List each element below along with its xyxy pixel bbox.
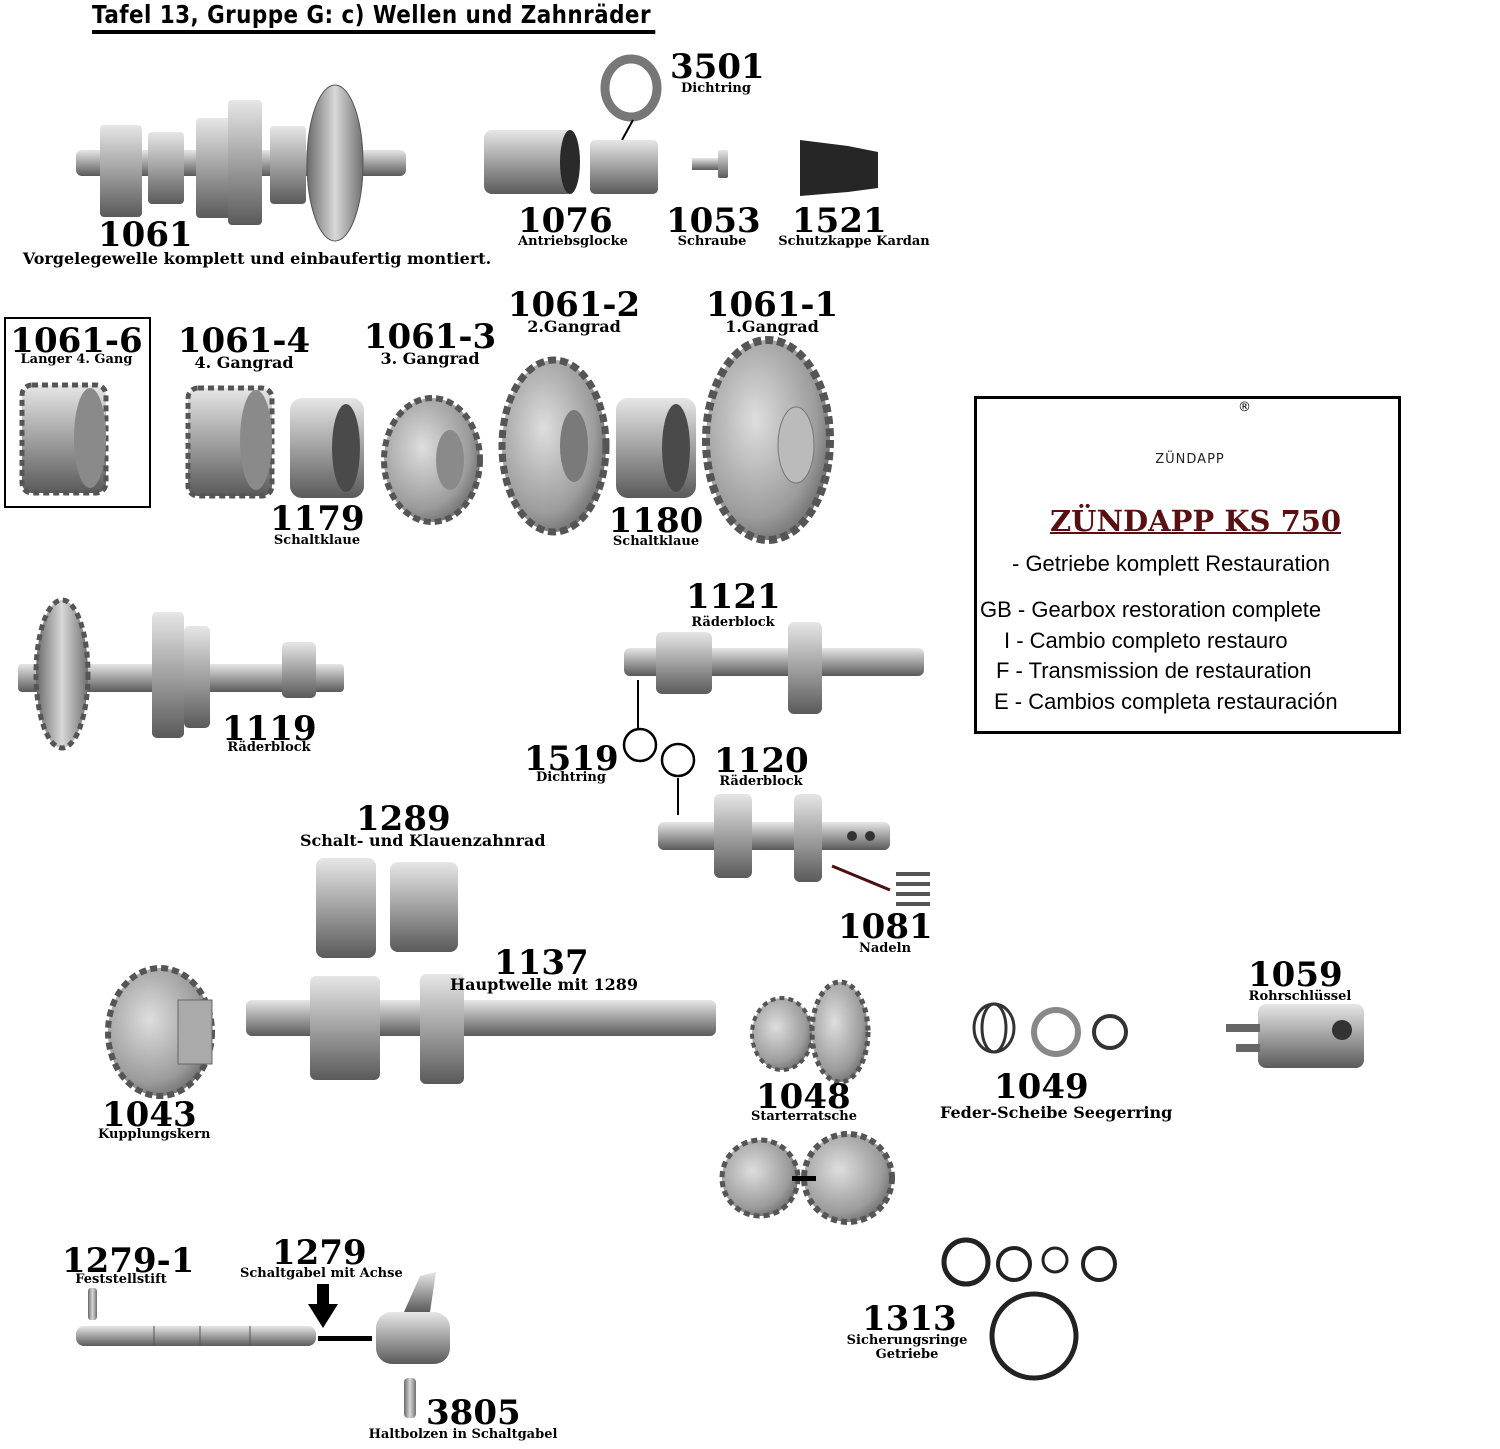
part-label-1049: Feder-Scheibe Seegerring	[940, 1103, 1173, 1122]
part-label-1076: Antriebsglocke	[518, 234, 628, 249]
part-number-1059: 1059	[1248, 955, 1343, 995]
part-number-1279: 1279	[272, 1233, 367, 1273]
part-label-1043: Kupplungskern	[98, 1127, 211, 1142]
part-label-1061-2: 2.Gangrad	[527, 317, 621, 336]
registered-mark: ®	[1238, 400, 1251, 415]
part-1061-6-image	[19, 382, 109, 496]
part-number-1061-4: 1061-4	[177, 321, 311, 361]
part-1061-4-image	[185, 385, 275, 499]
part-label-1521: Schutzkappe Kardan	[778, 234, 930, 249]
brand-name: ZÜNDAPP	[1155, 452, 1225, 467]
part-label-1279: Schaltgabel mit Achse	[240, 1266, 403, 1281]
part-number-1180: 1180	[608, 501, 704, 541]
part-number-1313: 1313	[862, 1299, 957, 1339]
service-line-es: E - Cambios completa restauración	[994, 689, 1338, 714]
part-number-1121: 1121	[686, 577, 781, 617]
part-number-3501: 3501	[670, 47, 765, 87]
part-label-1313: Sicherungsringe Getriebe	[846, 1333, 968, 1362]
part-number-1043: 1043	[102, 1095, 197, 1135]
part-1059-image	[1226, 1004, 1364, 1068]
service-line-it: I - Cambio completo restauro	[1004, 628, 1288, 653]
part-number-1137: 1137	[494, 943, 589, 983]
part-number-1119: 1119	[222, 709, 317, 749]
part-label-1179: Schaltklaue	[273, 533, 361, 548]
part-1081-image	[896, 872, 930, 906]
part-number-1061-1: 1061-1	[705, 285, 839, 325]
part-number-1049: 1049	[994, 1067, 1089, 1107]
part-label-1137: Hauptwelle mit 1289	[450, 975, 639, 994]
part-1179-image	[290, 398, 364, 498]
part-number-1048: 1048	[756, 1077, 851, 1117]
part-label-1279-1: Feststellstift	[75, 1272, 167, 1287]
part-1048-image	[719, 979, 895, 1225]
part-label-1061: Vorgelegewelle komplett und einbaufertig…	[22, 249, 492, 268]
part-number-1061-6: 1061-6	[10, 321, 143, 361]
service-line-fr: F - Transmission de restauration	[996, 658, 1312, 683]
part-1061-6-frame	[4, 317, 151, 508]
part-1120-image	[658, 794, 890, 882]
part-1043-image	[105, 965, 215, 1099]
part-1313-image	[941, 1237, 1117, 1381]
part-3805-image	[404, 1378, 416, 1418]
part-1279-1-image	[88, 1288, 97, 1320]
part-1061-3-image	[381, 395, 483, 525]
part-label-1061-6: Langer 4. Gang	[20, 352, 133, 367]
part-number-1053: 1053	[666, 201, 761, 241]
part-label-3805: Haltbolzen in Schaltgabel	[368, 1427, 558, 1442]
part-label-1180: Schaltklaue	[612, 534, 700, 549]
part-number-1061-3: 1061-3	[363, 317, 497, 357]
service-line-gb: GB - Gearbox restoration complete	[980, 597, 1322, 622]
part-number-3805: 3805	[426, 1393, 521, 1433]
part-1061-1-image	[702, 336, 834, 544]
part-1076-image	[484, 130, 658, 194]
part-label-1048: Starterratsche	[750, 1109, 858, 1124]
part-label-3501: Dichtring	[681, 81, 751, 96]
part-1053-image	[692, 150, 728, 178]
arrow-down-icon	[308, 1284, 338, 1328]
part-1049-image	[972, 1002, 1128, 1057]
part-label-1519: Dichtring	[536, 770, 606, 785]
part-number-1061-2: 1061-2	[507, 285, 641, 325]
part-1519-image	[622, 727, 696, 778]
part-label-1053: Schraube	[677, 234, 747, 249]
part-number-1519: 1519	[524, 739, 619, 779]
part-number-1521: 1521	[792, 201, 887, 241]
part-number-1061: 1061	[98, 215, 193, 255]
part-label-1061-4: 4. Gangrad	[194, 353, 294, 372]
part-number-1076: 1076	[518, 201, 613, 241]
service-line-de: - Getriebe komplett Restauration	[1012, 551, 1330, 576]
part-label-1289: Schalt- und Klauenzahnrad	[300, 831, 546, 850]
page-title: Tafel 13, Gruppe G: c) Wellen und Zahnrä…	[92, 0, 656, 34]
part-label-1120: Räderblock	[719, 774, 803, 789]
part-label-1121: Räderblock	[691, 615, 775, 630]
part-3501-image	[600, 54, 662, 122]
part-label-1119: Räderblock	[227, 740, 311, 755]
part-1137-image	[246, 974, 716, 1084]
part-number-1179: 1179	[270, 499, 365, 539]
part-number-1289: 1289	[356, 799, 451, 839]
part-number-1120: 1120	[714, 741, 809, 781]
part-label-1059: Rohrschlüssel	[1248, 989, 1352, 1004]
part-number-1081: 1081	[838, 907, 933, 947]
part-label-1061-1: 1.Gangrad	[725, 317, 819, 336]
part-1180-image	[616, 398, 696, 498]
part-number-1279-1: 1279-1	[62, 1241, 195, 1281]
part-label-1061-3: 3. Gangrad	[380, 349, 480, 368]
brand-info-box	[974, 396, 1401, 734]
part-1279-image	[76, 1272, 450, 1364]
part-label-1081: Nadeln	[858, 941, 912, 956]
part-1061-image	[76, 84, 406, 242]
part-1061-2-image	[498, 356, 610, 536]
model-title: ZÜNDAPP KS 750	[1050, 504, 1342, 538]
part-1119-image	[18, 597, 344, 751]
part-1289-image	[316, 858, 458, 958]
part-1121-image	[624, 622, 924, 714]
part-1521-image	[800, 140, 878, 196]
